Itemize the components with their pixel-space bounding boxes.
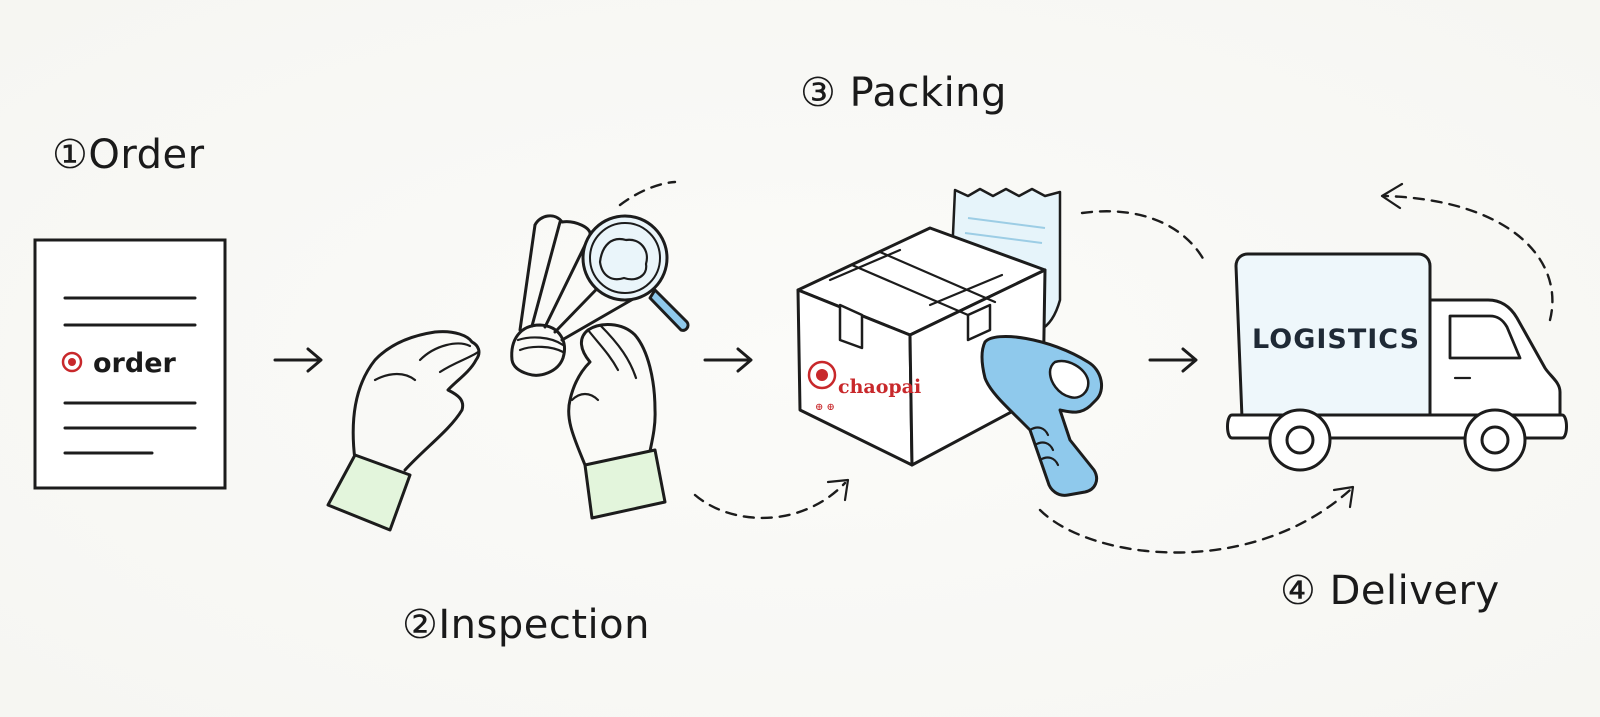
cardboard-box-icon: chaopai ⊕ ⊕ xyxy=(796,226,1047,467)
step-label-inspection: ②Inspection xyxy=(402,602,650,648)
dashed-curved-arrow-icon xyxy=(1380,182,1554,322)
truck-logistics-text: LOGISTICS xyxy=(1252,324,1420,355)
arrow-right-icon xyxy=(1148,347,1198,373)
step-label-order: ①Order xyxy=(52,132,205,178)
dashed-curved-arrow-icon xyxy=(693,478,850,520)
dashed-curved-arrow-icon xyxy=(618,180,677,207)
barcode-scanner-icon xyxy=(980,335,1104,497)
brand-logo-icon xyxy=(61,351,83,373)
box-brand-mark: ⊕ ⊕ xyxy=(815,402,835,413)
arrow-right-icon xyxy=(273,347,323,373)
dashed-curved-arrow-icon xyxy=(1038,485,1355,554)
box-brand-text: chaopai xyxy=(838,376,921,398)
gloved-hands-icon xyxy=(326,323,667,532)
order-document-text: order xyxy=(93,348,177,379)
order-document-icon: order xyxy=(33,238,227,490)
step-label-delivery: ④ Delivery xyxy=(1280,568,1500,614)
arrow-right-icon xyxy=(703,347,753,373)
brand-logo-icon xyxy=(807,360,837,390)
step-label-packing: ③ Packing xyxy=(800,70,1007,116)
delivery-truck-icon: LOGISTICS xyxy=(1226,252,1568,472)
magnifying-glass-icon xyxy=(581,214,690,332)
dashed-curved-arrow-icon xyxy=(1080,210,1207,264)
